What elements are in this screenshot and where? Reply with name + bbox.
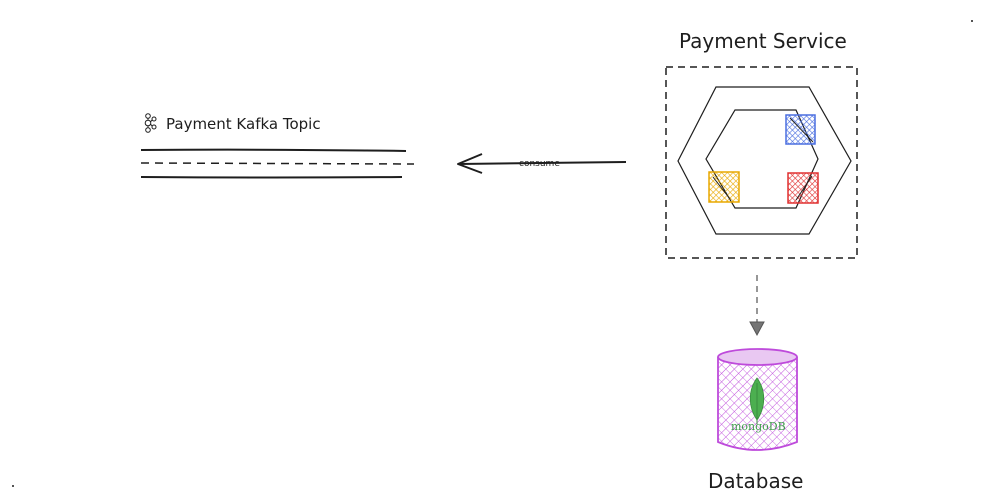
inner-hexagon	[705, 109, 819, 209]
consume-arrow-label: consume	[519, 159, 560, 169]
payment-service-title: Payment Service	[679, 29, 847, 53]
topic-line-bottom	[140, 176, 403, 179]
database-title: Database	[708, 469, 803, 493]
payment-service-boundary	[665, 66, 858, 259]
topic-line-top	[140, 148, 407, 152]
consume-arrow[interactable]: consume	[457, 153, 627, 174]
blue-adapter	[785, 114, 816, 145]
kafka-topic[interactable]: Payment Kafka Topic	[140, 113, 415, 179]
payment-service[interactable]: Payment Service	[665, 29, 858, 259]
red-adapter	[787, 172, 819, 204]
hexagonal-architecture-icon	[677, 86, 852, 235]
mongodb-logo-text: mongoDB	[731, 420, 786, 433]
stray-dot	[12, 485, 14, 487]
database-connection-head	[749, 321, 765, 337]
stray-dot	[971, 20, 973, 22]
database-connection-arrow[interactable]	[749, 275, 765, 337]
database[interactable]: mongoDB Database	[708, 348, 803, 493]
mongodb-leaf-icon	[749, 377, 765, 424]
topic-line-middle	[140, 162, 415, 165]
yellow-adapter	[708, 171, 740, 203]
outer-hexagon	[677, 86, 852, 235]
kafka-topic-label: Payment Kafka Topic	[166, 115, 321, 133]
consume-arrow-line	[458, 161, 627, 165]
kafka-icon	[144, 113, 157, 133]
consume-arrow-head	[457, 153, 483, 174]
